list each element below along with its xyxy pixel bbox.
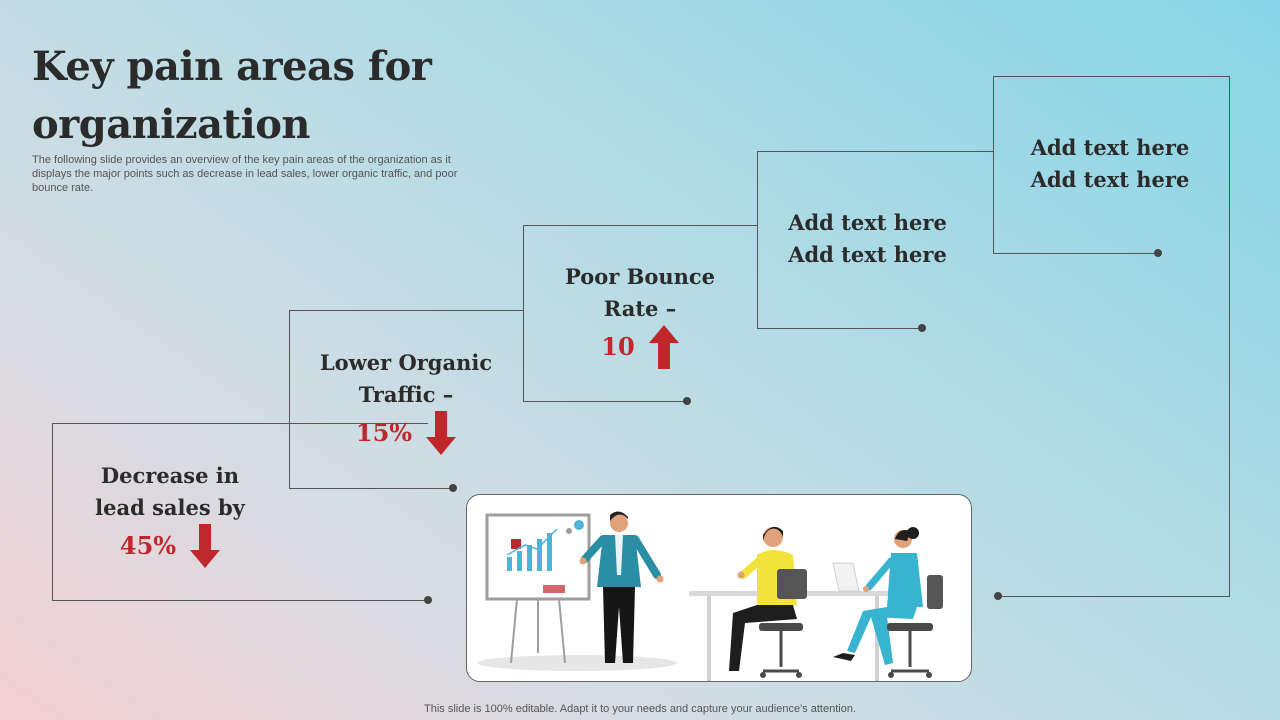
step-1-metric: 45% (60, 524, 280, 568)
connector-line (993, 76, 1229, 77)
step-3-metric: 10 (530, 325, 750, 369)
step-4-line1: Add text here (788, 210, 947, 235)
step-3-text: Poor Bounce Rate – 10 (530, 261, 750, 369)
step-1-value: 45% (119, 531, 177, 560)
step-3-line2: Rate – (603, 296, 677, 321)
right-frame-bottom (998, 596, 1230, 597)
step-3-line1: Poor Bounce (564, 264, 716, 289)
step-1-line2: lead sales by (95, 495, 245, 520)
step-2-value: 15% (355, 418, 413, 447)
connector-line (523, 225, 757, 226)
arrow-down-icon (190, 524, 221, 568)
step-2-line2: Traffic – (358, 382, 454, 407)
step-1-frame (52, 423, 432, 604)
step-4-text: Add text here Add text here (760, 207, 975, 271)
footer-note: This slide is 100% editable. Adapt it to… (424, 703, 856, 715)
business-presentation-illustration (466, 494, 972, 682)
step-5-line2: Add text here (1030, 167, 1190, 192)
step-2-line1: Lower Organic (319, 350, 493, 375)
step-3-dot (683, 397, 691, 405)
step-5-dot (1154, 249, 1162, 257)
right-frame-dot (994, 592, 1002, 600)
step-3-value: 10 (601, 332, 635, 361)
arrow-up-icon (648, 325, 679, 369)
page-title: Key pain areas for organization (32, 43, 432, 148)
step-2-dot (449, 484, 457, 492)
step-1-text: Decrease in lead sales by 45% (60, 460, 280, 568)
step-1-dot (424, 596, 432, 604)
step-2-text: Lower Organic Traffic – 15% (296, 347, 516, 455)
step-1-line1: Decrease in (100, 463, 240, 488)
page-subtitle: The following slide provides an overview… (32, 154, 458, 194)
step-2-metric: 15% (296, 411, 516, 455)
step-5-text: Add text here Add text here (1000, 132, 1220, 196)
step-5-line1: Add text here (1030, 135, 1190, 160)
connector-line (757, 151, 993, 152)
step-4-dot (918, 324, 926, 332)
right-frame-vertical (1229, 76, 1230, 597)
arrow-down-icon (426, 411, 457, 455)
connector-line (289, 310, 523, 311)
step-4-line2: Add text here (788, 242, 947, 267)
